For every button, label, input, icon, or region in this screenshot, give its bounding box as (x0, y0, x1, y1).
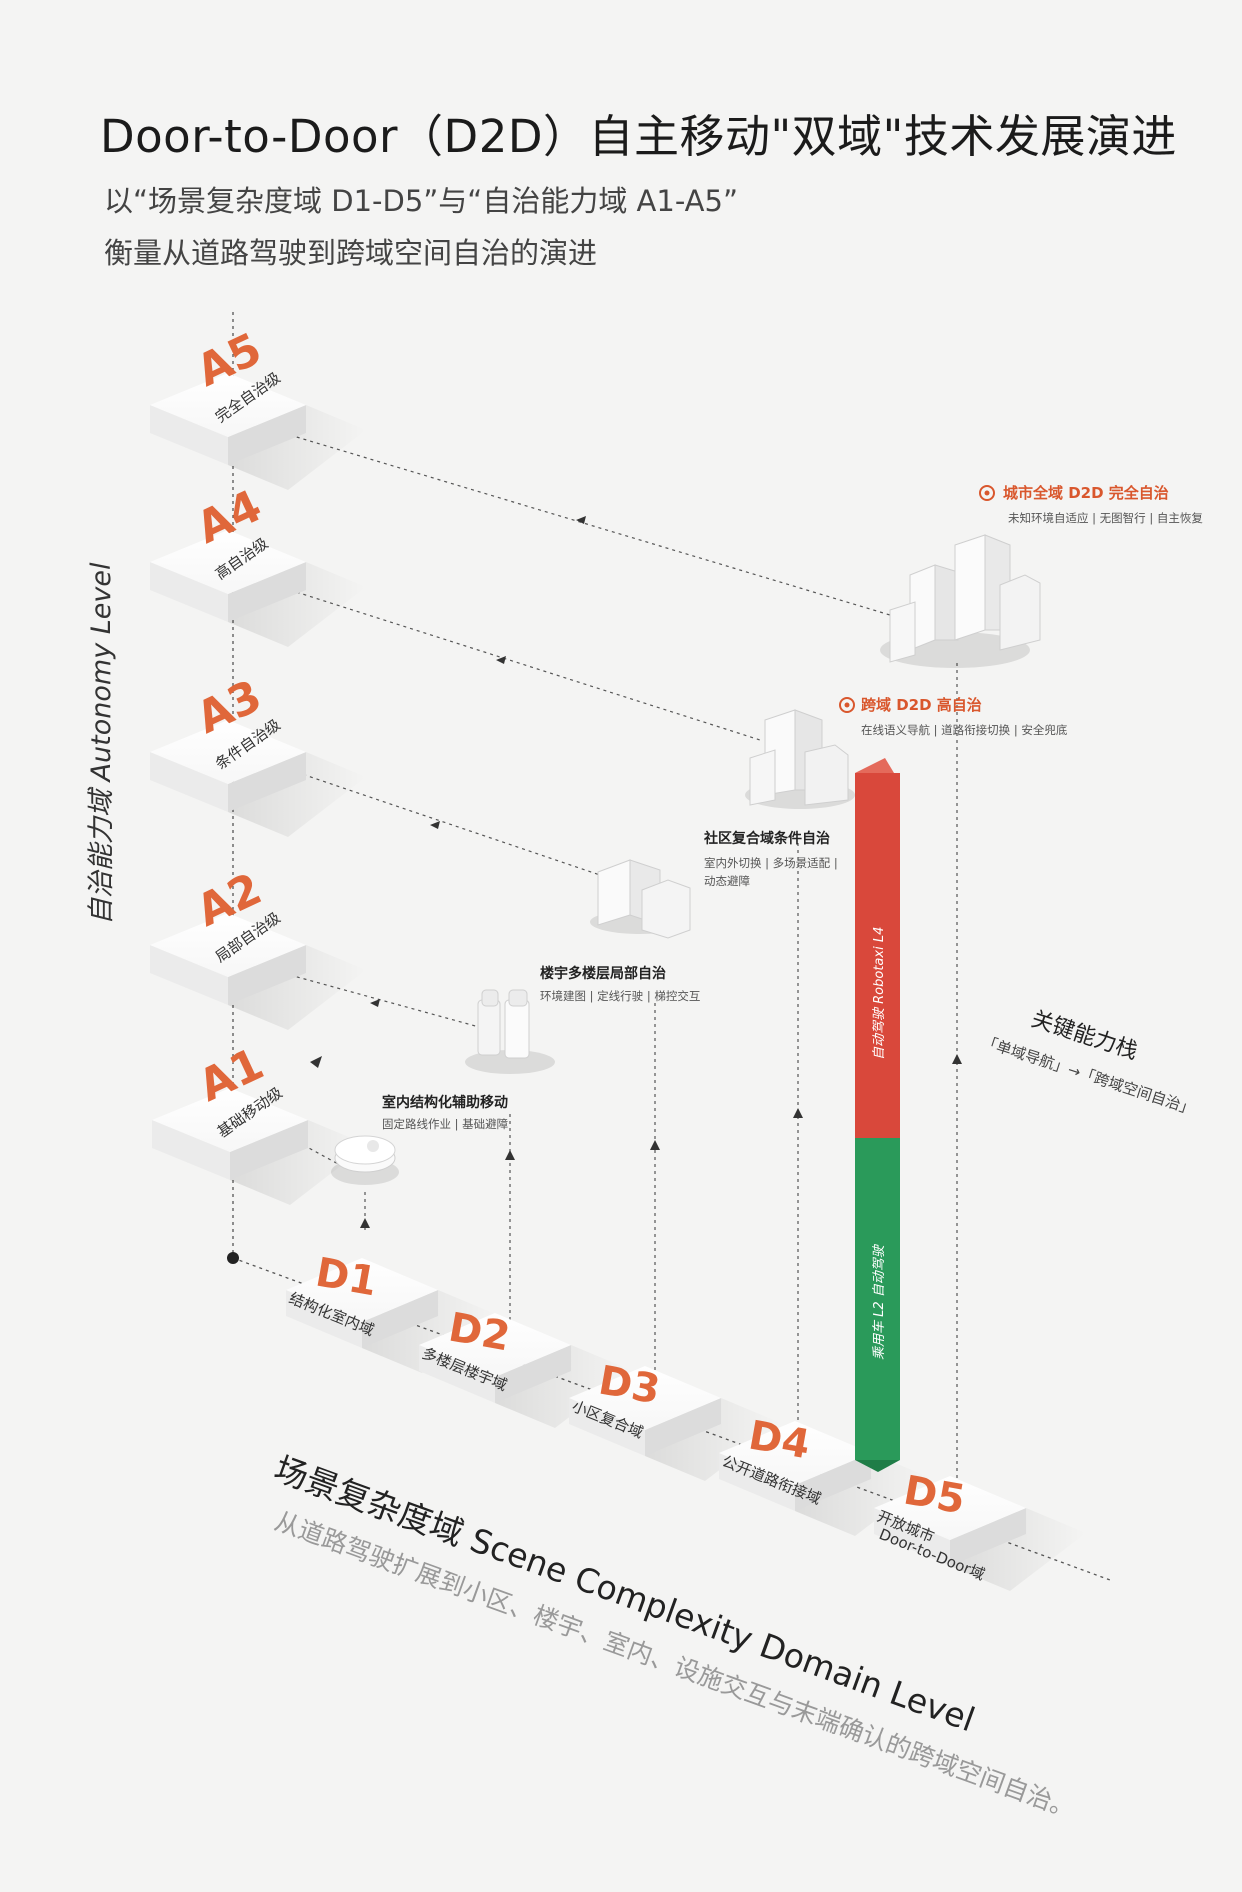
block-left-face (150, 562, 228, 622)
block-left-face (150, 752, 228, 812)
block-top-face (286, 1258, 438, 1322)
block-left-face (150, 405, 228, 465)
block-left-face (419, 1345, 495, 1403)
guide-arrows (310, 516, 962, 1228)
block-top-face (874, 1476, 1026, 1540)
guide-a3 (289, 769, 601, 876)
block-right-face (228, 752, 306, 812)
block-left-face (152, 1120, 230, 1180)
annotation-title: 社区复合域条件自治 (703, 830, 830, 847)
level-code: D2 (445, 1305, 513, 1361)
annotation-desc: 环境建图 | 定线行驶 | 梯控交互 (540, 989, 700, 1003)
origin-dot (227, 1252, 239, 1264)
subtitle-line-2: 衡量从道路驾驶到跨域空间自治的演进 (104, 236, 598, 270)
bar-robotaxi-l4 (855, 773, 900, 1138)
city-illustration (880, 534, 1041, 668)
block-right-face (795, 1453, 871, 1511)
robot-vacuum-illustration (331, 1135, 399, 1185)
annotation-desc: 未知环境自适应 | 无图智行 | 自主恢复 (1008, 511, 1203, 525)
block-right-face (228, 945, 306, 1005)
block-left-face (150, 945, 228, 1005)
capability-stack: 关键能力栈 「单域导航」→「跨域空间自治」 (980, 1007, 1197, 1119)
target-icon (979, 485, 995, 501)
block-top-face (150, 913, 306, 977)
service-robot-illustration (465, 989, 555, 1074)
level-code: D1 (312, 1250, 380, 1306)
block-top-face (152, 1088, 308, 1152)
block-shadow (362, 1290, 498, 1373)
level-code: D3 (595, 1358, 663, 1414)
page-title: Door-to-Door（D2D）自主移动"双域"技术发展演进 (100, 110, 1177, 163)
block-shadow (495, 1345, 631, 1428)
annotation-d1: 室内结构化辅助移动 固定路线作业 | 基础避障 (382, 1094, 508, 1131)
subtitle-line-1: 以“场景复杂度域 D1-D5”与“自治能力域 A1-A5” (104, 184, 738, 218)
target-icon (839, 697, 855, 713)
annotation-d4: 跨域 D2D 高自治 在线语义导航 | 道路衔接切换 | 安全兜底 (839, 696, 1068, 737)
annotation-desc: 室内外切换 | 多场景适配 | (704, 856, 838, 870)
block-left-face (286, 1290, 362, 1348)
block-right-face (228, 562, 306, 622)
annotation-title: 城市全域 D2D 完全自治 (1003, 484, 1169, 502)
block-top-face (419, 1313, 571, 1377)
block-top-face (150, 530, 306, 594)
block-right-face (950, 1508, 1026, 1566)
vehicle-level-bar: 自动驾驶 Robotaxi L4 乘用车 L2 自动驾驶 (855, 758, 900, 1472)
level-code: D5 (900, 1468, 968, 1524)
autonomy-axis-label: 自治能力域 Autonomy Level (86, 562, 117, 925)
bar-label-robotaxi: 自动驾驶 Robotaxi L4 (872, 927, 887, 1060)
block-shadow (950, 1508, 1086, 1591)
block-right-face (362, 1290, 438, 1348)
block-top-face (150, 720, 306, 784)
annotation-d3: 社区复合域条件自治 室内外切换 | 多场景适配 | 动态避障 (703, 830, 838, 888)
block-shadow (228, 945, 366, 1030)
block-shadow (228, 405, 366, 490)
block-shadow (230, 1120, 368, 1205)
guide-a4 (289, 589, 761, 741)
block-top-face (569, 1366, 721, 1430)
block-right-face (645, 1398, 721, 1456)
block-shadow (645, 1398, 781, 1481)
block-top-face (719, 1421, 871, 1485)
block-right-face (230, 1120, 308, 1180)
bar-passenger-l2 (855, 1138, 900, 1460)
bar-label-l2: 乘用车 L2 自动驾驶 (872, 1243, 887, 1360)
block-shadow (228, 752, 366, 837)
block-top-face (150, 373, 306, 437)
annotation-title: 楼宇多楼层局部自治 (540, 965, 666, 982)
annotation-d5: 城市全域 D2D 完全自治 未知环境自适应 | 无图智行 | 自主恢复 (979, 484, 1203, 525)
building-complex-illustration (745, 709, 855, 809)
annotation-d2: 楼宇多楼层局部自治 环境建图 | 定线行驶 | 梯控交互 (540, 965, 700, 1003)
block-shadow (228, 562, 366, 647)
block-left-face (719, 1453, 795, 1511)
guide-a5 (289, 434, 891, 616)
level-code: D4 (745, 1413, 813, 1469)
annotation-desc: 在线语义导航 | 道路衔接切换 | 安全兜底 (861, 723, 1068, 737)
block-right-face (495, 1345, 571, 1403)
annotation-desc: 固定路线作业 | 基础避障 (382, 1117, 508, 1131)
block-left-face (569, 1398, 645, 1456)
block-shadow (795, 1453, 931, 1536)
block-right-face (228, 405, 306, 465)
annotation-desc-2: 动态避障 (704, 874, 750, 888)
annotation-title: 室内结构化辅助移动 (382, 1094, 508, 1111)
annotation-title: 跨域 D2D 高自治 (861, 696, 982, 714)
block-left-face (874, 1508, 950, 1566)
building-small-illustration (590, 859, 691, 939)
